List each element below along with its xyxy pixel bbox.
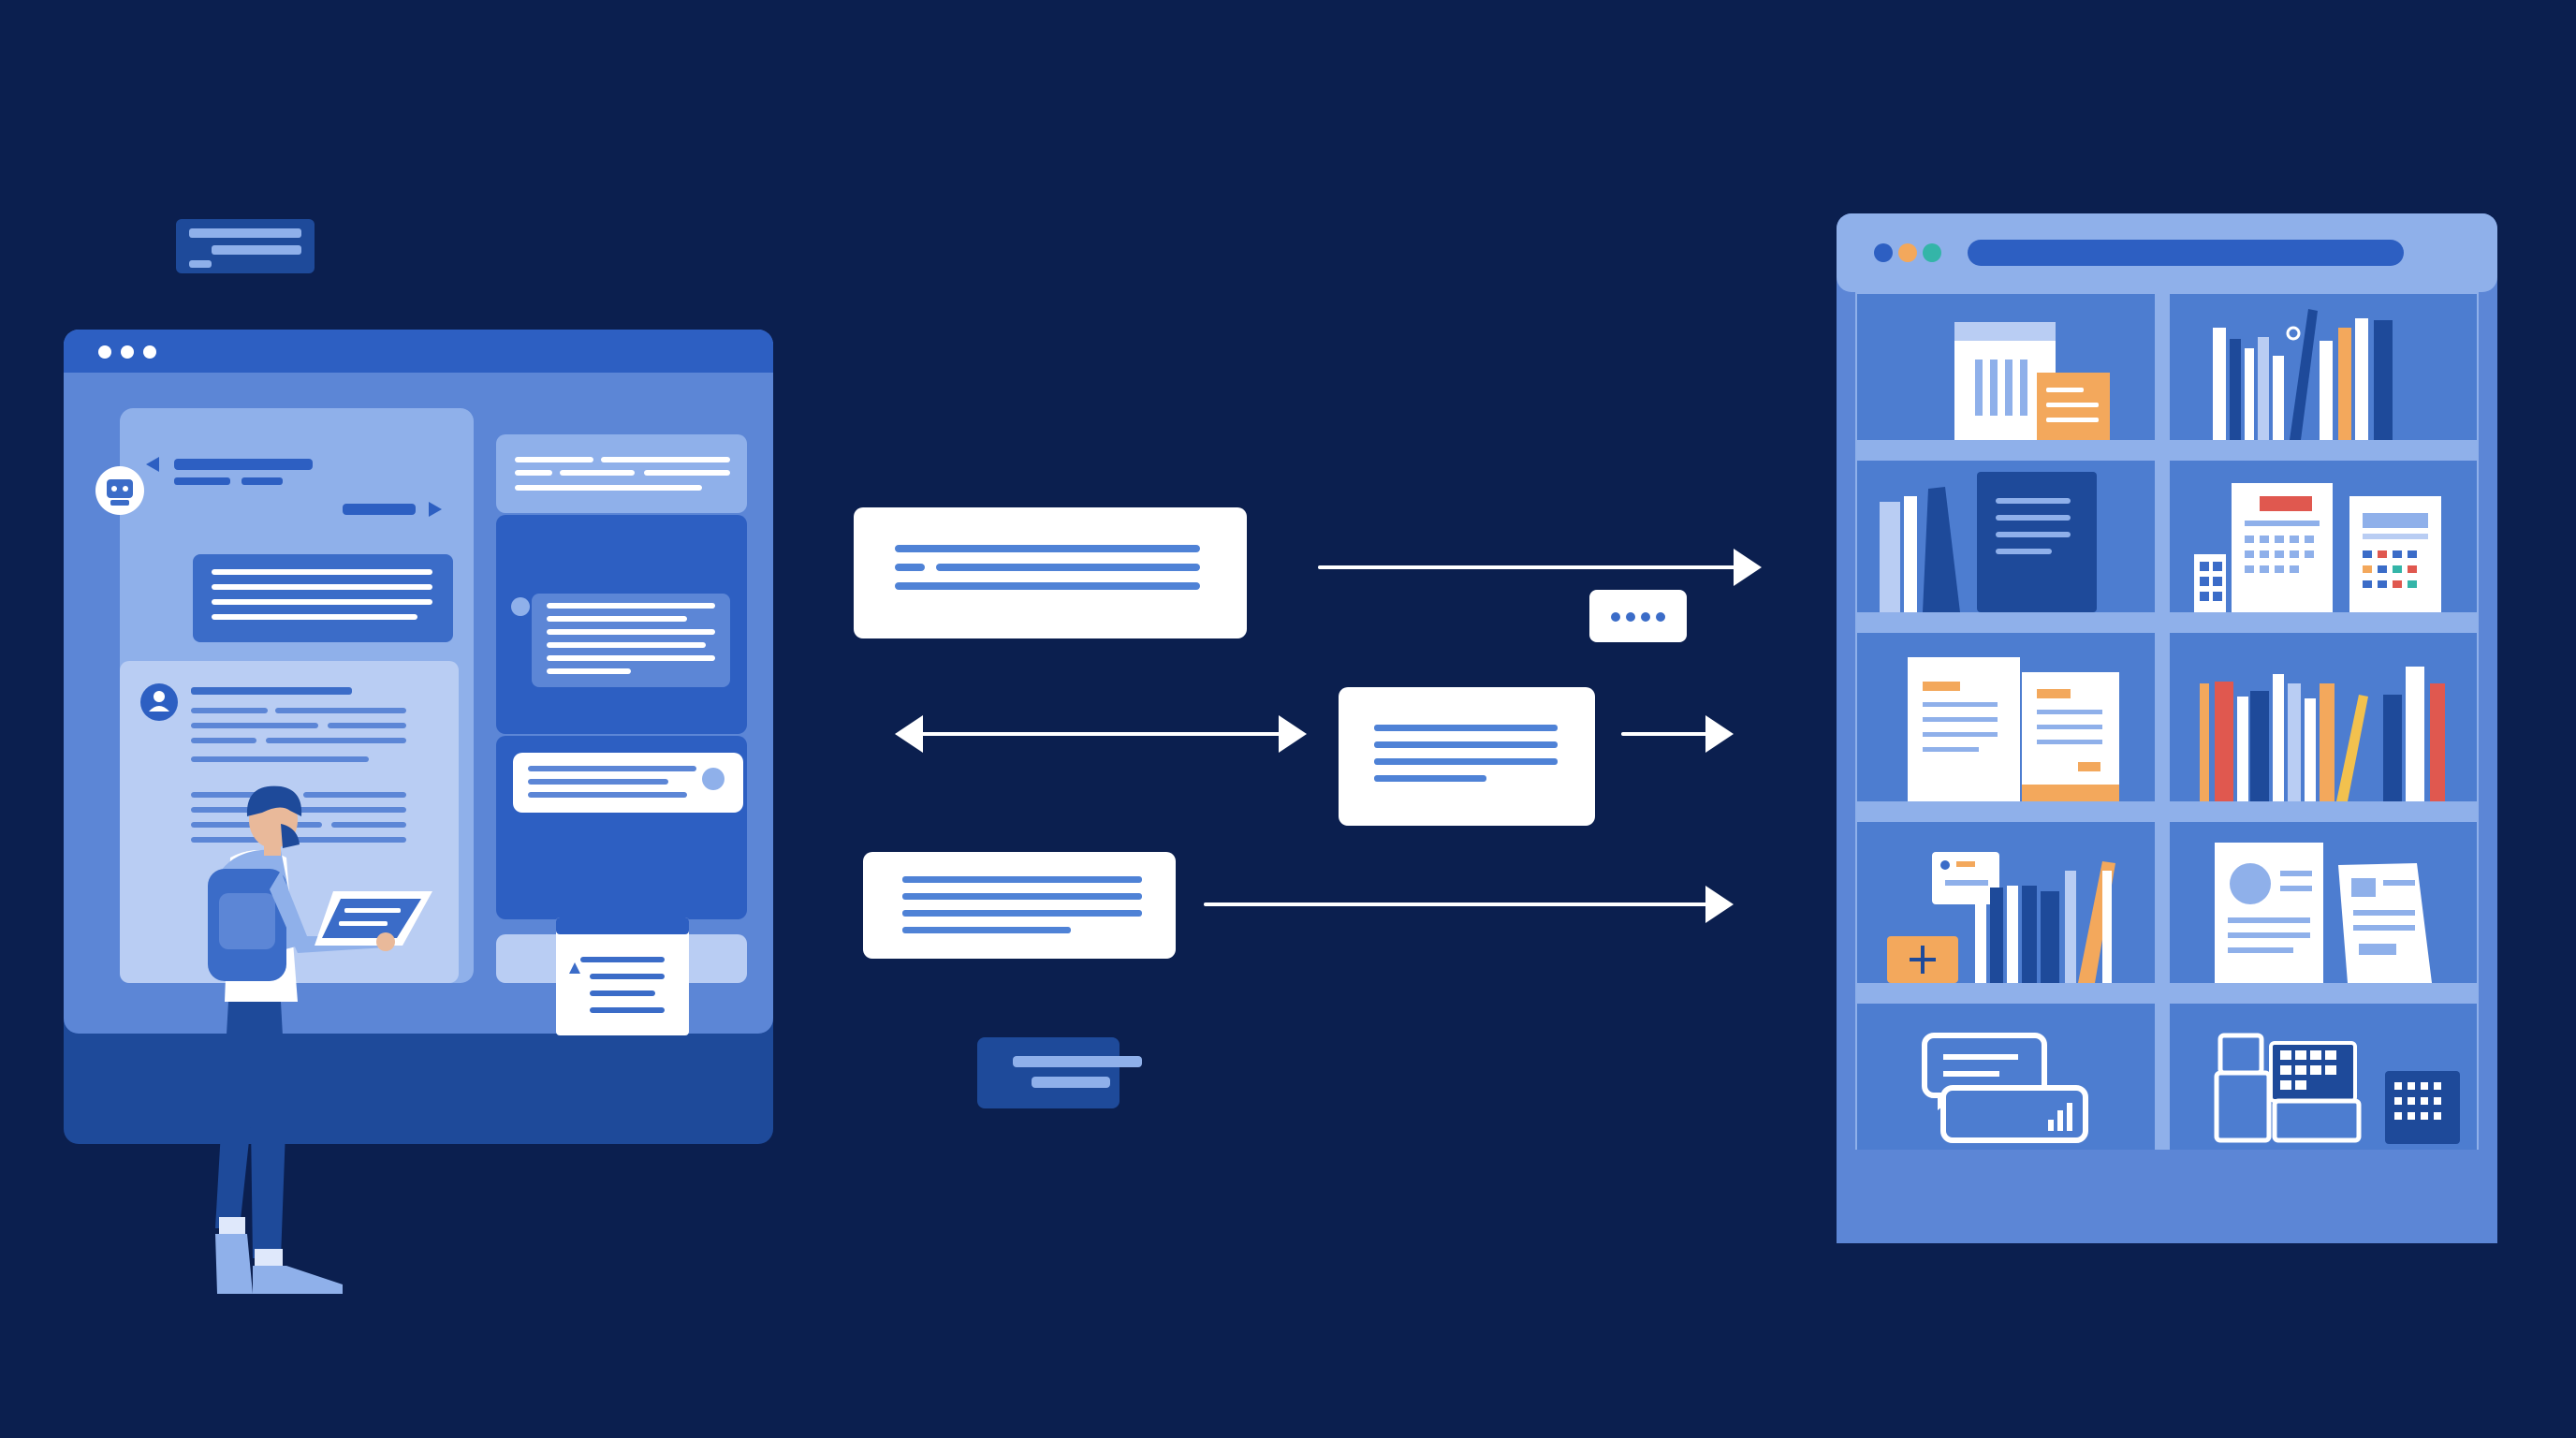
- message-card-top: [854, 507, 1247, 638]
- message-card-bottom: [863, 852, 1176, 959]
- tablet-icon: [315, 891, 432, 946]
- chat-app-window: [64, 330, 773, 1144]
- side-pane: [496, 434, 747, 1035]
- arrow-right-icon: [1204, 886, 1734, 923]
- user-avatar-icon: [140, 683, 178, 721]
- document-icon: [1954, 322, 2110, 440]
- document-icon: [556, 917, 689, 1035]
- floating-label-tag-top: [176, 219, 315, 273]
- person-with-tablet: [208, 785, 432, 1294]
- document-icon: [1977, 472, 2097, 612]
- bot-message-bubble: [193, 554, 453, 642]
- arrow-right-icon: [1621, 715, 1734, 753]
- book-icon: [2213, 309, 2393, 440]
- calculator-icon: [2214, 1033, 2460, 1144]
- floating-label-tag-bottom: [977, 1037, 1142, 1108]
- document-icon: [1908, 657, 2119, 801]
- document-icon: [2215, 843, 2432, 983]
- bot-mini-icon: [511, 597, 530, 616]
- knowledge-base-window: [1837, 213, 2497, 1243]
- bar-chart-icon: [2048, 1103, 2072, 1131]
- arrow-right-icon: [1318, 549, 1762, 586]
- address-bar: [1968, 240, 2404, 266]
- book-icon: [2200, 667, 2445, 801]
- calendar-icon: [2232, 483, 2333, 612]
- arrow-left-icon: [146, 457, 159, 472]
- message-card-middle: [1339, 687, 1595, 826]
- book-icon: [1880, 487, 1960, 612]
- calendar-icon: [2349, 496, 2441, 612]
- chatbot-icon: [95, 466, 144, 515]
- chat-bubbles-icon: [1922, 1033, 2088, 1143]
- send-icon: [702, 768, 724, 790]
- window-dots-icon: [98, 345, 156, 359]
- ellipsis-icon: [1589, 590, 1687, 642]
- double-arrow-icon: [895, 715, 1307, 753]
- calculator-icon: [2194, 554, 2226, 612]
- book-icon: [1887, 852, 2115, 983]
- window-dots-icon: [1874, 243, 1941, 262]
- arrow-right-icon: [429, 502, 442, 517]
